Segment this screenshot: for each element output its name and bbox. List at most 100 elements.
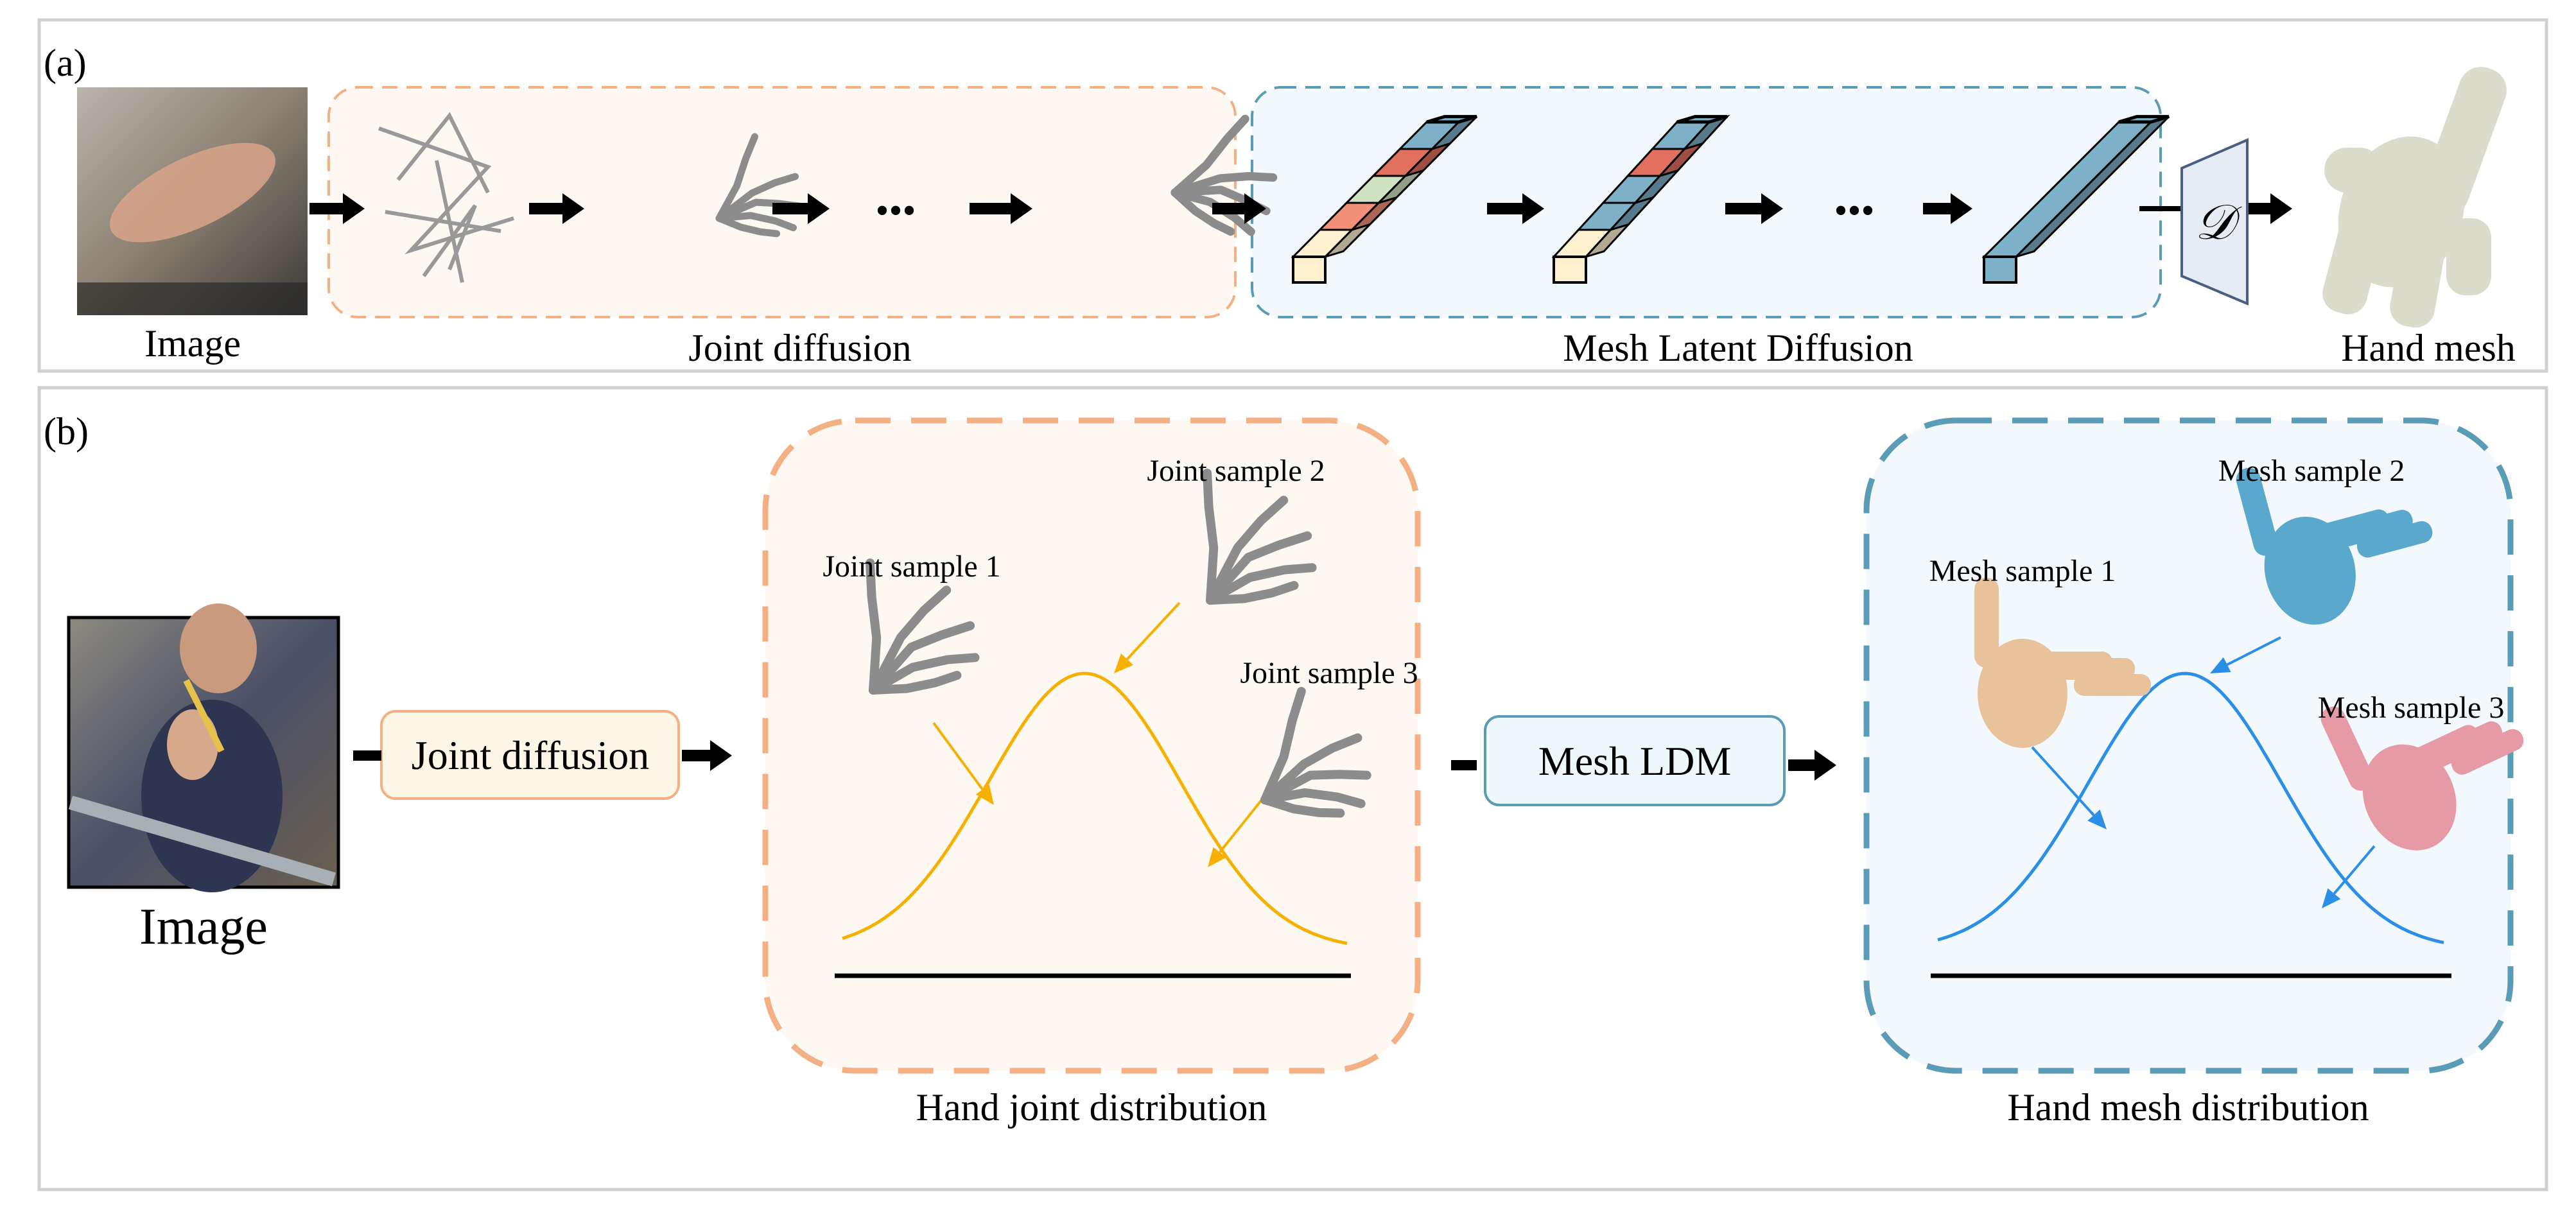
arrow-a-7-head bbox=[1761, 193, 1783, 224]
joint-sample-3-skeleton-finger-5 bbox=[1260, 795, 1345, 818]
joint-sample-1-skeleton-finger-4 bbox=[869, 653, 980, 695]
joint-sample-1-label: Joint sample 1 bbox=[822, 550, 1000, 584]
mesh-distribution-caption: Hand mesh distribution bbox=[2007, 1086, 2369, 1129]
arrow-a-4-head bbox=[1011, 193, 1032, 224]
joint-sample-1-skeleton-finger-3 bbox=[869, 621, 975, 695]
mesh-sample-2-arrow-shaft bbox=[2226, 636, 2281, 666]
joint-sample-3-skeleton-finger-1 bbox=[1260, 687, 1306, 804]
latent-stack-final-top bbox=[2118, 115, 2170, 124]
mesh-sample-2-arrow-head bbox=[2210, 657, 2231, 673]
mesh-ldm-block: Mesh LDM bbox=[1484, 715, 1786, 806]
noisy-joints bbox=[378, 112, 514, 283]
denoised-skeleton-finger-5 bbox=[1171, 188, 1235, 236]
mesh-sample-1-hand-finger-4 bbox=[2074, 674, 2151, 696]
mesh-distribution-region bbox=[1863, 417, 2514, 1074]
joint-sample-3-arrow-shaft bbox=[1219, 799, 1263, 853]
arrow-a-2-head bbox=[562, 193, 584, 224]
arrow-a-5-head bbox=[1244, 193, 1266, 224]
panel-a-border bbox=[37, 18, 2548, 373]
joint-sample-2-skeleton-finger-2 bbox=[1206, 496, 1289, 605]
mesh-sample-2-label: Mesh sample 2 bbox=[2218, 454, 2405, 488]
joint-sample-3-skeleton-finger-3 bbox=[1260, 770, 1371, 804]
joint-sample-2-skeleton-finger-4 bbox=[1206, 563, 1317, 605]
panel-b: (b) Image Joint diffusion Mesh LDM Hand … bbox=[37, 386, 2548, 1191]
partial-skeleton-finger-2 bbox=[715, 173, 799, 222]
joint-sample-3-label: Joint sample 3 bbox=[1240, 656, 1418, 690]
joint-sample-2-skeleton bbox=[1203, 468, 1317, 605]
noisy-joint-line-2 bbox=[396, 112, 490, 194]
joint-sample-2-label: Joint sample 2 bbox=[1147, 454, 1325, 488]
joint-samples bbox=[866, 468, 1371, 818]
mesh-sample-2-hand-finger-3 bbox=[2337, 510, 2413, 546]
arrow-a-1-head bbox=[343, 193, 365, 224]
joint-gaussian-curve bbox=[842, 671, 1348, 945]
joint-sample-3-skeleton-finger-2 bbox=[1260, 733, 1362, 804]
joint-sample-3-skeleton bbox=[1260, 687, 1371, 818]
mesh-sample-3-label: Mesh sample 3 bbox=[2318, 691, 2505, 725]
panel-b-label: (b) bbox=[44, 410, 89, 453]
joint-sample-1-arrow-shaft bbox=[932, 722, 984, 791]
ellipsis-latent: ••• bbox=[1834, 189, 1874, 232]
latent-stack-final bbox=[1981, 115, 2170, 284]
mesh-samples bbox=[1974, 467, 2524, 851]
mesh-sample-2-hand bbox=[2236, 467, 2433, 625]
joint-diffusion-caption: Joint diffusion bbox=[688, 327, 911, 369]
joint-sample-2-arrow-shaft bbox=[1126, 602, 1181, 661]
joint-sample-3-arrow-head bbox=[1208, 847, 1226, 867]
ellipsis-joint: ••• bbox=[875, 189, 916, 232]
mesh-gaussian-curve bbox=[1937, 671, 2444, 944]
mesh-latent-diffusion-region bbox=[1251, 86, 2162, 318]
noisy-joint-line-4 bbox=[385, 210, 501, 233]
mesh-sample-1-hand-thumb bbox=[1974, 578, 1999, 668]
joint-sample-1-skeleton-finger-2 bbox=[869, 585, 952, 695]
mesh-sample-1-arrow-shaft bbox=[2031, 746, 2095, 817]
input-image-b bbox=[67, 603, 340, 892]
image-caption-a: Image bbox=[144, 322, 241, 365]
joint-skeleton-sequence bbox=[378, 112, 1278, 283]
arrow-a-8-head bbox=[1951, 193, 1972, 224]
partial-skeleton-finger-5 bbox=[715, 214, 781, 238]
joint-sample-3-skeleton-finger-4 bbox=[1260, 788, 1366, 808]
noisy-joint-line-3 bbox=[422, 204, 477, 277]
hand-mesh-output bbox=[2322, 67, 2507, 328]
distribution-curves bbox=[835, 602, 2451, 978]
mesh-sample-2-hand-finger-4 bbox=[2356, 521, 2433, 558]
partial-skeleton-finger-4 bbox=[715, 212, 797, 232]
input-image-a bbox=[77, 87, 308, 315]
joint-sample-2-skeleton-finger-5 bbox=[1206, 580, 1299, 605]
latent-stack-1-bottom-face bbox=[1292, 255, 1327, 284]
mesh-ldm-label: Mesh LDM bbox=[1538, 738, 1731, 784]
joint-to-distribution-arrow-head bbox=[710, 740, 732, 771]
joint-sample-1-skeleton-finger-5 bbox=[869, 670, 962, 695]
mesh-sample-3-arrow-shaft bbox=[2333, 845, 2376, 895]
joint-distribution-region bbox=[762, 417, 1421, 1074]
mesh-sample-1-label: Mesh sample 1 bbox=[1929, 554, 2116, 588]
latent-stack-final-bottom-face bbox=[1983, 255, 2017, 284]
ldm-to-mesh-distribution-arrow-head bbox=[1815, 750, 1836, 781]
latent-stack-1 bbox=[1291, 115, 1478, 284]
joint-sample-1-skeleton-finger-1 bbox=[866, 558, 882, 695]
mesh-sample-3-hand-thumb bbox=[2320, 706, 2374, 791]
arrow-a-3-head bbox=[808, 193, 830, 224]
joint-sample-1-arrow-head bbox=[975, 784, 994, 805]
arrow-a-6-head bbox=[1522, 193, 1544, 224]
mesh-sample-3-hand-finger-3 bbox=[2430, 721, 2503, 767]
joint-distribution-caption: Hand joint distribution bbox=[916, 1086, 1267, 1129]
image-caption-b: Image bbox=[139, 899, 268, 955]
latent-stacks bbox=[1291, 114, 2170, 284]
pipeline-arrows bbox=[309, 193, 2292, 224]
mesh-sample-1-hand bbox=[1974, 578, 2151, 748]
mesh-sample-3-hand-finger-4 bbox=[2451, 729, 2524, 775]
panel-a: (a) Image Joint diffusion Mesh Latent Di… bbox=[37, 18, 2548, 373]
latent-stack-2 bbox=[1551, 114, 1730, 284]
noisy-joint-line-5 bbox=[435, 160, 464, 283]
hand-mesh-caption: Hand mesh bbox=[2341, 327, 2516, 369]
mesh-sample-1-arrow-head bbox=[2087, 809, 2107, 829]
joint-sample-2-skeleton-finger-3 bbox=[1206, 531, 1312, 605]
decoder-output-arrow-head bbox=[2270, 193, 2292, 224]
mesh-sample-3-arrow-head bbox=[2322, 888, 2341, 908]
flow-arrows bbox=[353, 740, 1836, 781]
mesh-sample-3-hand bbox=[2320, 706, 2524, 851]
joint-sample-2-arrow-head bbox=[1114, 654, 1133, 673]
